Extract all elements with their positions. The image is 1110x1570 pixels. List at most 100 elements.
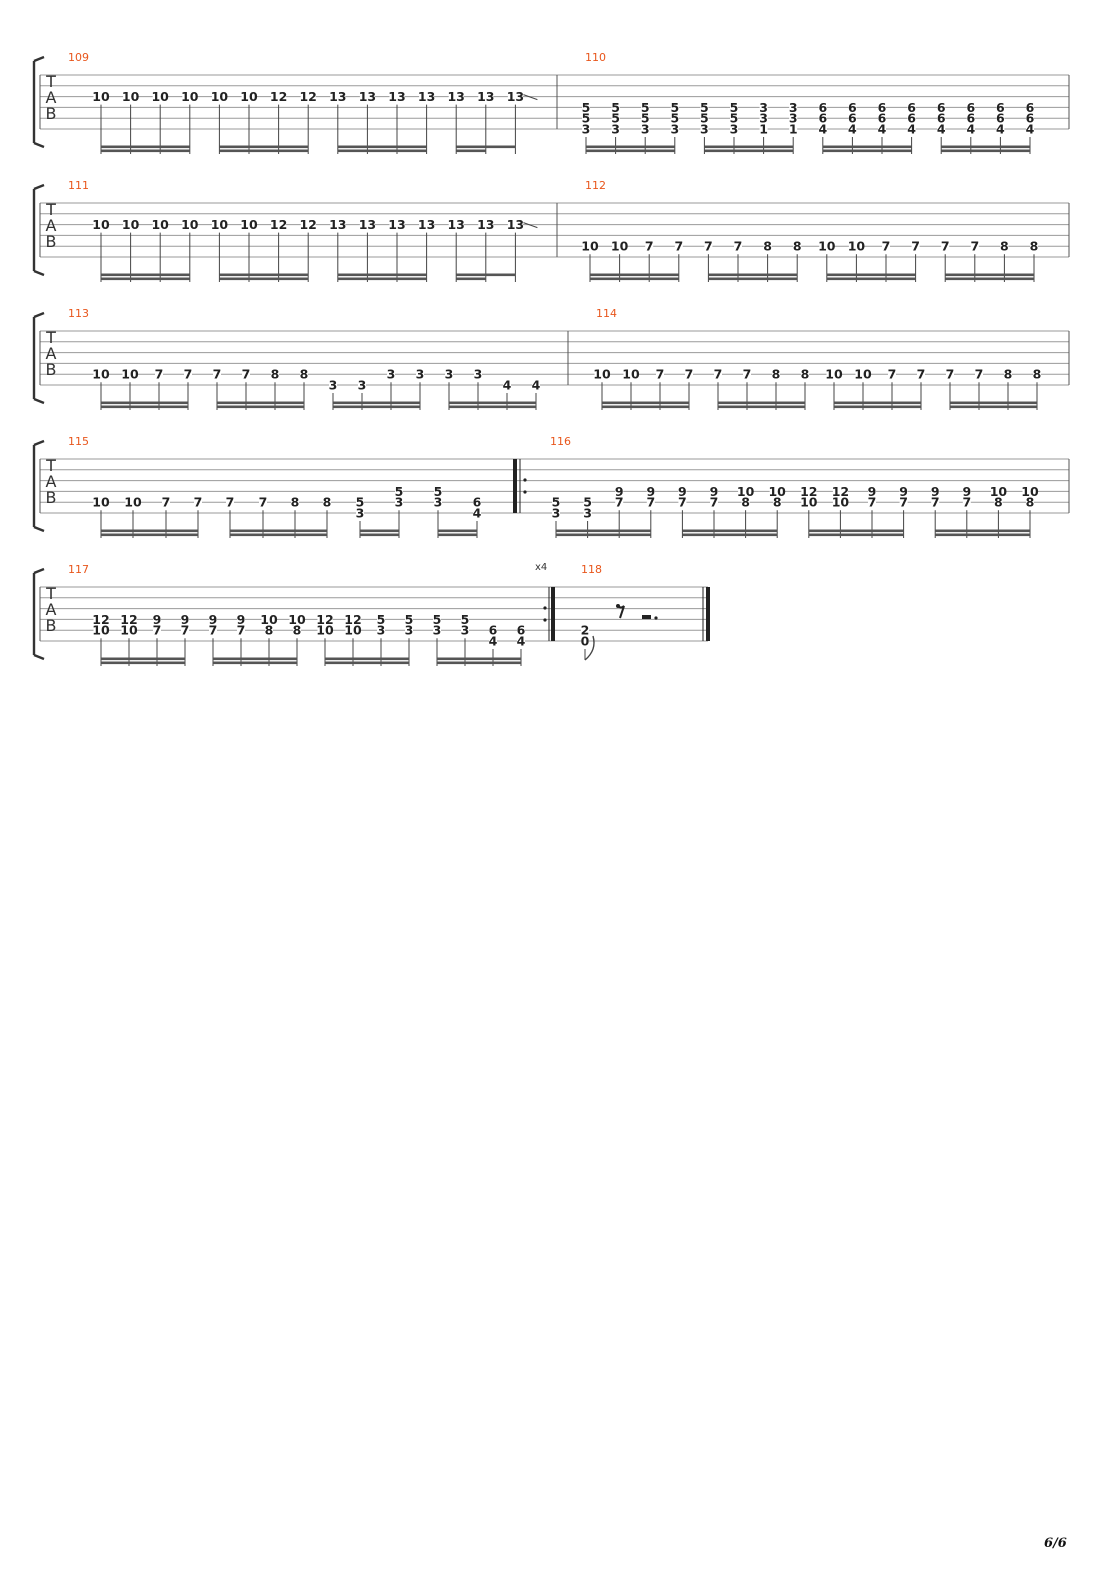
fret-bg — [583, 507, 592, 519]
fret-number: 10 — [768, 484, 786, 499]
fret-bg — [907, 112, 916, 125]
fret-number: 5 — [641, 100, 650, 115]
fret-number: 10 — [120, 623, 138, 638]
fret-number: 10 — [240, 217, 258, 232]
fret-number: 3 — [583, 506, 592, 521]
fret-bg — [710, 496, 718, 509]
fret-number: 10 — [122, 217, 140, 232]
fret-bg — [832, 496, 848, 509]
fret-number: 7 — [888, 367, 897, 382]
fret-bg — [358, 379, 366, 391]
fret-bg — [581, 635, 589, 647]
fret-number: 5 — [641, 111, 650, 126]
tab-clef-letter: A — [46, 344, 57, 363]
fret-bg — [623, 368, 639, 381]
repeat-count: x4 — [535, 562, 547, 573]
fret-bg — [582, 240, 598, 253]
fret-bg — [552, 507, 560, 519]
fret-number: 10 — [124, 495, 142, 510]
fret-number: 8 — [293, 623, 302, 638]
fret-bg — [582, 123, 590, 135]
beam — [325, 657, 409, 661]
fret-number: 13 — [477, 89, 494, 104]
fret-number: 13 — [447, 89, 464, 104]
fret-bg — [1004, 368, 1012, 381]
beam — [337, 149, 427, 153]
fret-bg — [356, 496, 364, 509]
fret-number: 10 — [151, 89, 169, 104]
fret-number: 1 — [789, 122, 798, 137]
fret-number: 6 — [818, 100, 827, 115]
tab-clef-letter: B — [46, 104, 57, 123]
fret-bg — [209, 624, 217, 637]
fret-number: 3 — [611, 122, 620, 137]
beam — [808, 529, 904, 533]
fret-bg — [345, 613, 361, 626]
fret-number: 12 — [316, 612, 333, 627]
beam — [602, 401, 689, 405]
fret-bg — [152, 218, 168, 231]
fret-bg — [594, 368, 610, 381]
fret-number: 10 — [818, 239, 836, 254]
measure-number: 115 — [68, 435, 89, 448]
fret-number: 3 — [700, 122, 709, 137]
fret-bg — [611, 101, 620, 114]
fret-bg — [1000, 240, 1009, 253]
fret-number: 3 — [474, 367, 483, 382]
fret-number: 7 — [714, 367, 723, 382]
fret-number: 8 — [773, 495, 782, 510]
fret-number: 5 — [730, 111, 739, 126]
fret-bg — [155, 368, 163, 381]
beam — [590, 273, 679, 277]
fret-bg — [503, 379, 511, 391]
fret-number: 3 — [329, 378, 338, 393]
fret-number: 8 — [265, 623, 274, 638]
fret-bg — [241, 90, 257, 103]
beam — [682, 529, 778, 533]
beam — [437, 661, 521, 665]
fret-number: 3 — [730, 122, 739, 137]
fret-bg — [769, 485, 785, 498]
fret-bg — [962, 496, 971, 509]
fret-bg — [582, 112, 590, 125]
fret-bg — [966, 123, 975, 135]
fret-number: 13 — [418, 89, 435, 104]
fret-number: 7 — [868, 495, 877, 510]
rest-dot — [654, 616, 658, 620]
fret-number: 10 — [92, 495, 110, 510]
fret-number: 6 — [907, 100, 916, 115]
fret-number: 3 — [759, 100, 768, 115]
beam — [708, 273, 798, 277]
fret-bg — [772, 368, 780, 381]
fret-bg — [330, 218, 346, 231]
measure-number: 113 — [68, 307, 89, 320]
fret-bg — [1026, 496, 1034, 509]
fret-number: 3 — [641, 122, 650, 137]
fret-bg — [1026, 101, 1034, 114]
fret-number: 10 — [848, 239, 866, 254]
fret-number: 5 — [670, 100, 679, 115]
fret-bg — [848, 112, 857, 125]
fret-number: 12 — [800, 484, 817, 499]
fret-bg — [123, 218, 139, 231]
fret-number: 7 — [946, 367, 955, 382]
tab-clef-letter: B — [46, 232, 57, 251]
fret-bg — [996, 101, 1005, 114]
fret-bg — [181, 624, 189, 637]
beam — [826, 273, 916, 277]
fret-bg — [818, 112, 827, 125]
fret-bg — [461, 613, 469, 626]
fret-bg — [970, 240, 979, 253]
measure: 1165353979797971081081210121097979797108… — [550, 435, 1070, 538]
fret-bg — [433, 624, 441, 637]
measure-number: 117 — [68, 563, 89, 576]
fret-bg — [489, 635, 497, 647]
fret-number: 6 — [996, 100, 1005, 115]
fret-number: 5 — [730, 100, 739, 115]
fret-number: 8 — [793, 239, 802, 254]
fret-number: 6 — [517, 623, 526, 638]
beam — [822, 149, 912, 153]
fret-bg — [714, 368, 722, 381]
